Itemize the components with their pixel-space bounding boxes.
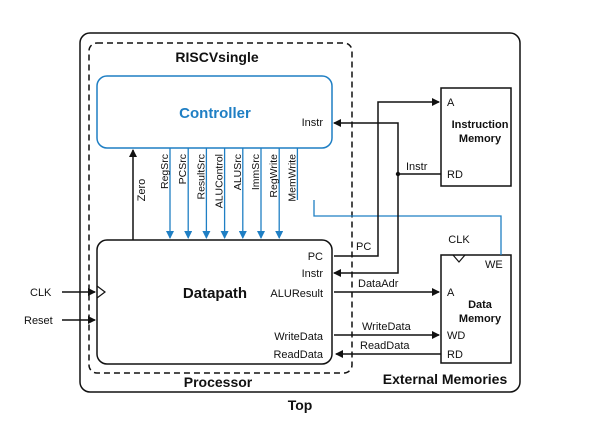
imem-title-2: Memory (459, 133, 502, 145)
imem-rd-port: RD (447, 169, 463, 181)
control-signals: RegSrc PCSrc ResultSrc ALUControl ALUSrc ImmS… (159, 148, 298, 239)
controller-instr-port: Instr (302, 117, 324, 129)
imem-a-port: A (447, 97, 455, 109)
control-signal-label-memwrite: MemWrite (286, 154, 298, 202)
writedata-wire-label: WriteData (362, 321, 412, 333)
imem-title-1: Instruction (452, 119, 509, 131)
memwrite-wire (313, 200, 502, 255)
external-memories-label: External Memories (383, 371, 508, 387)
control-signal-label-regsrc: RegSrc (159, 154, 171, 189)
readdata-wire-label: ReadData (360, 340, 410, 352)
datapath-readdata-port: ReadData (273, 349, 323, 361)
controller-box (96, 75, 333, 149)
instruction-memory-box (440, 87, 512, 187)
dmem-wd-port: WD (447, 330, 465, 342)
control-signal-label-resultsrc: ResultSrc (195, 154, 207, 200)
processor-label: Processor (184, 374, 253, 390)
datapath-title: Datapath (183, 285, 247, 302)
dataadr-wire-label: DataAdr (358, 278, 399, 290)
pc-wire (334, 98, 440, 257)
datapath-clock-notch (96, 285, 106, 299)
riscv-label: RISCVsingle (175, 49, 258, 65)
clk-input-label: CLK (30, 287, 52, 299)
instr-junction (395, 171, 401, 177)
pc-wire-label: PC (356, 241, 371, 253)
top-label: Top (288, 397, 313, 413)
dmem-title-1: Data (468, 299, 493, 311)
top-box (79, 32, 521, 393)
reset-input-label: Reset (24, 315, 53, 327)
datapath-writedata-port: WriteData (274, 331, 324, 343)
dmem-clk-label: CLK (448, 234, 470, 246)
data-memory-box (440, 254, 512, 364)
controller-title: Controller (179, 105, 251, 122)
dmem-title-2: Memory (459, 313, 502, 325)
dmem-rd-port: RD (447, 349, 463, 361)
datapath-aluresult-port: ALUResult (270, 288, 323, 300)
control-signal-label-alucontrol: ALUControl (214, 154, 226, 208)
instr-wire-to-datapath (333, 174, 399, 277)
zero-label: Zero (136, 179, 148, 202)
instr-wire-to-controller (333, 119, 441, 175)
datapath-pc-port: PC (308, 251, 323, 263)
control-signal-label-alusrc: ALUSrc (232, 154, 244, 190)
control-signal-label-immsrc: ImmSrc (250, 154, 262, 190)
dmem-we-port: WE (485, 259, 503, 271)
control-signal-label-regwrite: RegWrite (268, 154, 280, 198)
datapath-instr-port: Instr (302, 268, 324, 280)
dmem-clock-notch (452, 254, 466, 263)
control-signal-label-pcsrc: PCSrc (177, 154, 189, 184)
processor-box (88, 42, 353, 374)
instr-wire-label: Instr (406, 161, 428, 173)
datapath-box (96, 239, 333, 365)
dmem-a-port: A (447, 287, 455, 299)
